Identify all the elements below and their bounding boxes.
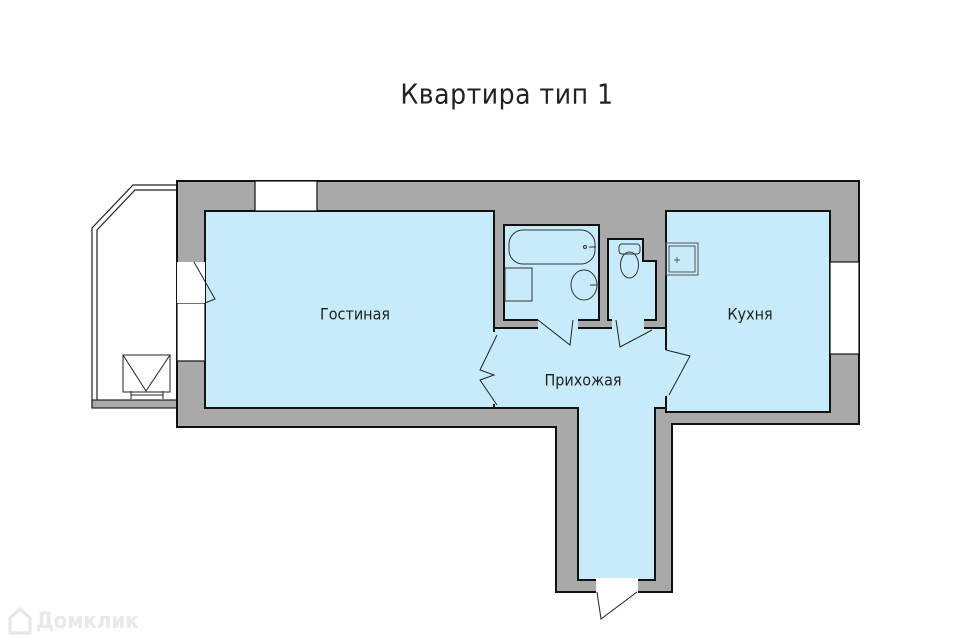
wc-floor: [607, 238, 657, 321]
watermark-text: Домклик: [36, 608, 139, 634]
room-label-hall: Прихожая: [544, 370, 622, 390]
balcony-furniture: [122, 354, 171, 399]
doors: [193, 261, 691, 620]
room-label-kitchen: Кухня: [727, 304, 773, 324]
house-logo-icon: [8, 606, 32, 635]
sink: [570, 269, 598, 301]
toilet: [618, 243, 641, 279]
room-label-living: Гостиная: [319, 304, 391, 324]
balcony: [91, 184, 179, 409]
plan-title: Квартира тип 1: [400, 77, 614, 111]
washing-machine: [504, 267, 533, 302]
stove: [665, 242, 699, 276]
kitchen-floor: [665, 210, 831, 413]
living-room-floor: [204, 210, 495, 409]
bathroom-floor: [503, 224, 600, 321]
watermark: Домклик: [8, 606, 139, 636]
bathtub: [508, 229, 596, 265]
windows: [176, 180, 860, 362]
hall-floor: [493, 327, 667, 581]
